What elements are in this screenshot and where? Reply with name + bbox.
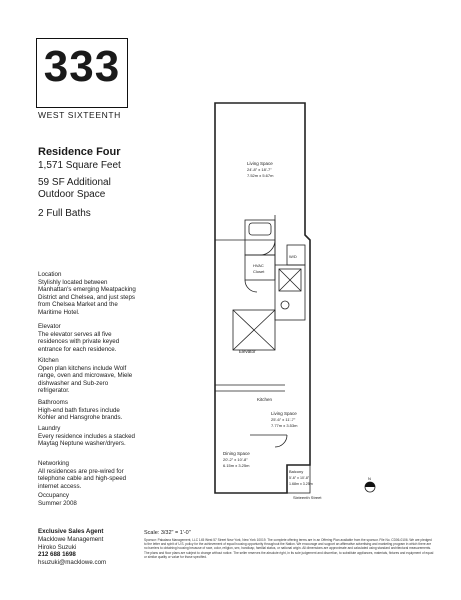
plan-label-living-mid: Living Space: [271, 411, 297, 416]
agent-company: Macklowe Management: [38, 535, 104, 543]
feature-occupancy: Occupancy Summer 2008: [38, 492, 138, 507]
feature-body: Stylishly located between Manhattan's em…: [38, 278, 136, 316]
residence-title: Residence Four: [38, 146, 121, 158]
plan-label-living-top: Living Space: [247, 161, 273, 166]
plan-label-kitchen: Kitchen: [257, 397, 273, 402]
feature-laundry: Laundry Every residence includes a stack…: [38, 425, 138, 448]
plan-label-hvac: HVAC: [253, 263, 264, 268]
agent-name: Hiroko Suzuki: [38, 543, 77, 551]
plan-label-balcony: Balcony: [289, 469, 303, 474]
plan-label-wd: W/D: [289, 254, 297, 259]
feature-networking: Networking All residences are pre-wired …: [38, 460, 138, 490]
residence-baths: 2 Full Baths: [38, 208, 91, 219]
feature-heading: Location: [38, 271, 62, 278]
plan-toilet: [280, 300, 290, 310]
feature-location: Location Stylishly located between Manha…: [38, 271, 138, 317]
plan-door-swing: [259, 239, 276, 256]
legal-disclaimer: Sponsor: Pakalana Management, LLC 145 We…: [144, 538, 434, 559]
residence-square-feet: 1,571 Square Feet: [38, 160, 121, 171]
plan-dims-dining-m: 6.15m x 3.25m: [223, 463, 250, 468]
plan-label-hvac-closet: Closet: [253, 269, 265, 274]
feature-body: All residences are pre-wired for telepho…: [38, 467, 127, 490]
feature-elevator: Elevator The elevator serves all five re…: [38, 323, 138, 353]
logo-street: WEST SIXTEENTH: [38, 110, 121, 120]
feature-body: High-end bath fixtures include Kohler an…: [38, 406, 123, 422]
feature-body: The elevator serves all five residences …: [38, 330, 120, 353]
plan-dims-living-mid: 25'-6" x 11'-7": [271, 417, 296, 422]
agent-heading: Exclusive Sales Agent: [38, 528, 104, 535]
logo-box: 333: [36, 38, 128, 108]
plan-dims-living-top-m: 7.52m x 5.67m: [247, 173, 274, 178]
plan-door-swing: [274, 434, 288, 448]
plan-dims-living-mid-m: 7.77m x 3.53m: [271, 423, 298, 428]
plan-shower-hatch: [278, 268, 302, 292]
feature-bathrooms: Bathrooms High-end bath fixtures include…: [38, 399, 138, 422]
plan-label-dining: Dining Space: [223, 451, 250, 456]
plan-shower: [278, 268, 302, 292]
feature-kitchen: Kitchen Open plan kitchens include Wolf …: [38, 357, 138, 395]
agent-email[interactable]: hsuzuki@macklowe.com: [38, 559, 107, 567]
plan-bathroom-1: [244, 219, 276, 256]
plan-dims-balcony: 5'-6" x 10'-8": [289, 476, 310, 480]
plan-scale: Scale: 3/32" = 1'-0": [144, 530, 191, 536]
agent-phone: 212 688 1698: [38, 551, 76, 559]
feature-heading: Elevator: [38, 323, 61, 330]
plan-label-street: Sixteenth Street: [293, 495, 322, 500]
plan-wd-closet: [286, 244, 306, 266]
logo-number: 333: [43, 42, 121, 91]
plan-bathroom-2: [274, 264, 306, 321]
plan-label-elevator: Elevator: [239, 349, 256, 354]
north-arrow-label: N: [368, 476, 371, 481]
north-arrow-fill: [365, 482, 375, 487]
feature-heading: Networking: [38, 460, 69, 467]
sales-agent-block: Exclusive Sales Agent Macklowe Managemen…: [38, 528, 148, 567]
plan-dims-living-top: 24'-8" x 18'-7": [247, 167, 272, 172]
floor-plan: Living Space 24'-8" x 18'-7" 7.52m x 5.6…: [214, 102, 376, 500]
feature-body: Summer 2008: [38, 499, 77, 507]
plan-elevator: [232, 309, 276, 351]
plan-tub: [248, 222, 272, 236]
plan-dims-balcony-m: 1.68m x 3.25m: [289, 482, 313, 486]
plan-elevator-x: [232, 309, 276, 351]
plan-door-swing: [244, 279, 258, 293]
plan-dims-dining: 20'-2" x 10'-8": [223, 457, 248, 462]
feature-body: Open plan kitchens include Wolf range, o…: [38, 364, 133, 395]
feature-heading: Occupancy: [38, 492, 69, 499]
feature-body: Every residence includes a stacked Mayta…: [38, 432, 135, 448]
feature-heading: Kitchen: [38, 357, 59, 364]
plan-balcony: [286, 464, 311, 494]
feature-heading: Bathrooms: [38, 399, 68, 406]
residence-outdoor-space: 59 SF Additional Outdoor Space: [38, 177, 111, 200]
feature-heading: Laundry: [38, 425, 61, 432]
